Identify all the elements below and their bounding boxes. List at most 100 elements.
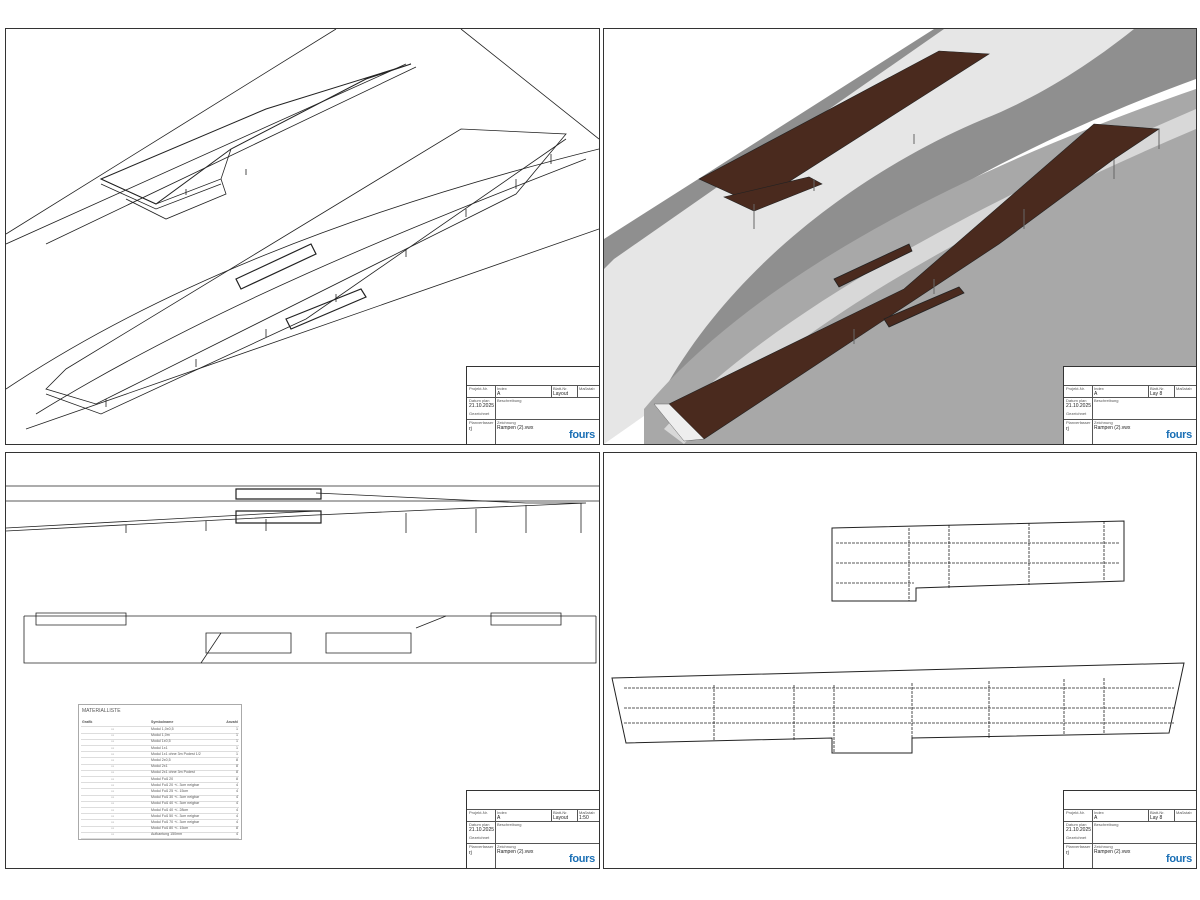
fours-logo: fours bbox=[568, 853, 595, 865]
file-name: Rampen (2).vwx bbox=[1094, 849, 1131, 855]
material-graphic-icon: ▭ bbox=[111, 764, 115, 769]
file-name: Rampen (2).vwx bbox=[497, 425, 534, 431]
material-name: Modul Fuß 20 +/- 3cm neigbar bbox=[151, 782, 200, 787]
label: Index bbox=[497, 386, 507, 391]
label: Datum plan bbox=[1066, 398, 1087, 403]
col-graphic: Grafik bbox=[82, 720, 93, 724]
label: Planverfasser bbox=[1066, 844, 1091, 849]
material-qty: 1 bbox=[236, 733, 238, 738]
material-qty: 1 bbox=[236, 751, 238, 756]
label: Datum plan bbox=[469, 398, 490, 403]
label: Projekt-Nr. bbox=[469, 386, 488, 391]
material-name: Modul Fuß 25 +/- 15cm bbox=[151, 789, 189, 793]
material-graphic-icon: ▭ bbox=[111, 807, 115, 812]
material-qty: 8 bbox=[236, 758, 238, 762]
label: Planverfasser bbox=[469, 420, 494, 425]
material-name: Modul 1x1 ohne 3m Podest 1/2 bbox=[151, 751, 201, 756]
sheet-number: Layout bbox=[553, 391, 569, 397]
date: 21.10.2025 bbox=[469, 403, 495, 409]
material-name: Modul 1,0x0,5 bbox=[151, 727, 174, 731]
label: Beschreibung bbox=[1094, 398, 1119, 403]
index-value: A bbox=[497, 815, 501, 821]
label: Gezeichnet bbox=[469, 411, 490, 416]
material-name: Aufkantung 150mm bbox=[151, 832, 183, 837]
plan-drawing bbox=[611, 520, 1185, 754]
label: Gezeichnet bbox=[1066, 411, 1087, 416]
date: 21.10.2025 bbox=[1066, 827, 1092, 833]
label: Planverfasser bbox=[469, 844, 494, 849]
fours-logo: fours bbox=[1165, 429, 1192, 441]
material-graphic-icon: ▭ bbox=[111, 727, 115, 731]
material-qty: 8 bbox=[236, 826, 238, 831]
material-graphic-icon: ▭ bbox=[111, 758, 115, 762]
material-name: Modul Fuß 40 +/- 28cm bbox=[151, 807, 189, 812]
material-graphic-icon: ▭ bbox=[111, 813, 115, 818]
material-qty: 4 bbox=[236, 782, 238, 787]
material-qty: 4 bbox=[236, 807, 238, 812]
label: Zeichnung bbox=[1094, 420, 1113, 425]
sheet-perspective-rendered: Projekt-Nr. Index A Blatt-Nr. Lay 8 Maßs… bbox=[603, 28, 1197, 445]
label: Beschreibung bbox=[497, 398, 522, 403]
label: Blatt-Nr. bbox=[1150, 386, 1165, 391]
material-graphic-icon: ▭ bbox=[111, 776, 115, 781]
material-list-row: ▭ Modul Fuß 40 +/- 28cm 4 bbox=[81, 807, 239, 815]
file-name: Rampen (2).vwx bbox=[1094, 425, 1131, 431]
material-name: Modul 1x0,5 bbox=[151, 739, 171, 744]
elevations-drawing bbox=[6, 485, 599, 664]
material-list-row: ▭ Modul Fuß 20 +/- 3cm neigbar 4 bbox=[81, 782, 239, 790]
material-graphic-icon: ▭ bbox=[111, 820, 115, 824]
scale-value: 1:50 bbox=[579, 815, 589, 821]
label: Index bbox=[1094, 810, 1104, 815]
material-qty: 8 bbox=[236, 776, 238, 781]
material-qty: 1 bbox=[236, 727, 238, 731]
sheet-perspective-line: Projekt-Nr. Index A Blatt-Nr. Layout Maß… bbox=[5, 28, 600, 445]
label: Beschreibung bbox=[1094, 822, 1119, 827]
label: Zeichnung bbox=[497, 844, 516, 849]
material-graphic-icon: ▭ bbox=[111, 782, 115, 787]
material-qty: 4 bbox=[236, 795, 238, 800]
title-block: Projekt-Nr. Index A Blatt-Nr. Lay 8 Maßs… bbox=[1063, 366, 1196, 444]
label: Datum plan bbox=[1066, 822, 1087, 827]
label: Projekt-Nr. bbox=[1066, 386, 1085, 391]
material-graphic-icon: ▭ bbox=[111, 832, 115, 837]
material-name: Modul 2x1 ohne 3m Podest bbox=[151, 770, 195, 775]
material-name: Modul Fuß 40 +/- 3cm neigbar bbox=[151, 801, 200, 806]
material-name: Modul 1x1 bbox=[151, 745, 168, 750]
label: Gezeichnet bbox=[469, 835, 490, 840]
date: 21.10.2025 bbox=[469, 827, 495, 833]
material-name: Modul 2x1 bbox=[151, 764, 168, 769]
material-qty: 4 bbox=[236, 813, 238, 818]
label: Blatt-Nr. bbox=[553, 810, 568, 815]
material-qty: 1 bbox=[236, 739, 238, 744]
label: Zeichnung bbox=[497, 420, 516, 425]
file-name: Rampen (2).vwx bbox=[497, 849, 534, 855]
material-graphic-icon: ▭ bbox=[111, 739, 115, 744]
label: Maßstab bbox=[579, 386, 595, 391]
material-name: Modul Fuß 30 +/- 3cm neigbar bbox=[151, 795, 200, 800]
col-qty: Anzahl bbox=[226, 720, 238, 724]
perspective-line-drawing bbox=[6, 29, 599, 430]
label: Projekt-Nr. bbox=[1066, 810, 1085, 815]
perspective-rendered-drawing bbox=[604, 29, 1196, 444]
sheet-number: Lay 8 bbox=[1150, 815, 1163, 821]
index-value: A bbox=[1094, 391, 1098, 397]
sheet-number: Lay 8 bbox=[1150, 391, 1163, 397]
material-graphic-icon: ▭ bbox=[111, 801, 115, 806]
material-list: MATERIALLISTE Grafik Symbolname Anzahl ▭… bbox=[78, 704, 242, 840]
material-graphic-icon: ▭ bbox=[111, 795, 115, 800]
label: Maßstab bbox=[1176, 810, 1192, 815]
material-name: Modul 1,0m bbox=[151, 733, 170, 738]
material-graphic-icon: ▭ bbox=[111, 789, 115, 793]
material-qty: 8 bbox=[236, 764, 238, 769]
label: Projekt-Nr. bbox=[469, 810, 488, 815]
material-name: Modul Fuß 70 +/- 3cm neigbar bbox=[151, 820, 200, 824]
fours-logo: fours bbox=[1165, 853, 1192, 865]
